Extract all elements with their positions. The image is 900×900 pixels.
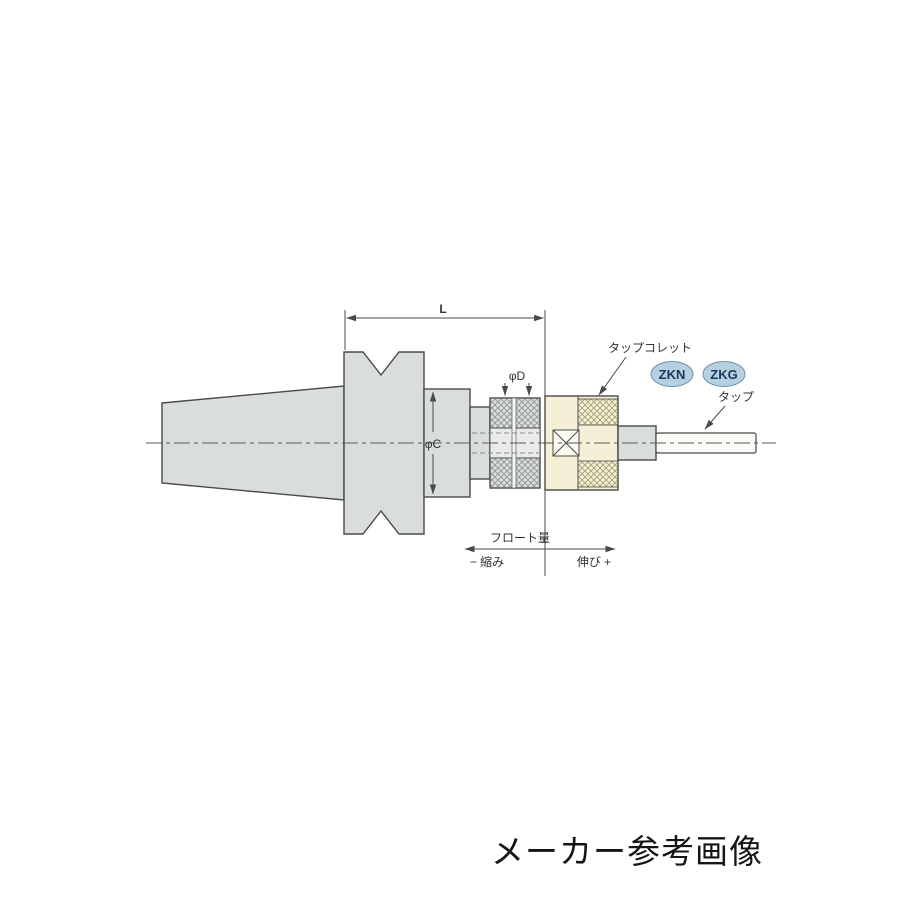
extend-label: 伸び +: [577, 555, 611, 569]
zkg-badge: ZKG: [702, 361, 746, 387]
dimension-phiD: φD: [501, 369, 533, 396]
zkn-badge-oval: [650, 361, 694, 387]
tap-leader: [704, 405, 726, 430]
zkg-badge-oval: [702, 361, 746, 387]
dim-L-label: L: [439, 302, 446, 316]
compress-label: − 縮み: [470, 554, 504, 569]
dimension-phiC: φC: [425, 391, 442, 495]
zkn-badge: ZKN: [650, 361, 694, 387]
collet-hatch-top: [577, 398, 619, 426]
dimension-L: L: [344, 302, 546, 576]
zkg-badge-label: ZKG: [710, 367, 737, 382]
tap-label: タップ: [718, 390, 754, 404]
zkn-badge-label: ZKN: [659, 367, 686, 382]
tap-callout: タップ: [704, 390, 754, 430]
collet-hatch-bottom: [577, 460, 619, 488]
float-amount-label: フロート量: [490, 531, 550, 545]
tap-collet-label: タップコレット: [608, 341, 692, 355]
tap-collet-callout: タップコレット: [598, 341, 692, 396]
dim-phiC-label: φC: [425, 437, 442, 451]
tap-collet-leader: [598, 356, 627, 396]
float-annotation: フロート量 − 縮み 伸び +: [464, 531, 616, 569]
dim-phiD-label: φD: [509, 369, 526, 383]
caption-text: メーカー参考画像: [491, 833, 763, 870]
